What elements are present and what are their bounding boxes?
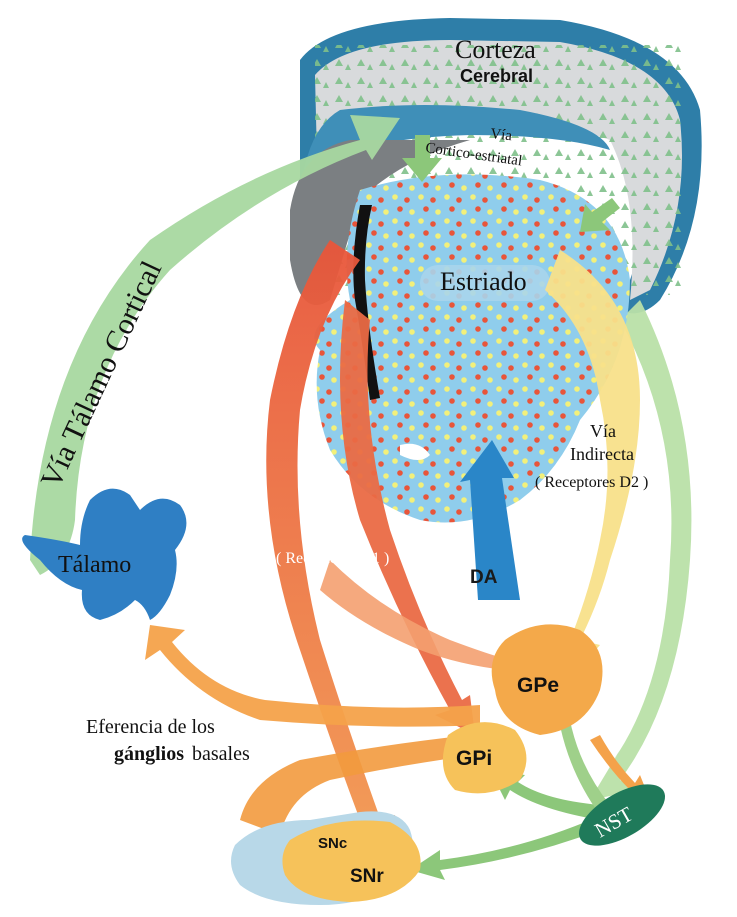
label-da: DA (470, 567, 498, 588)
label-via-indirecta-1: Vía (590, 421, 616, 441)
label-via-cortico: Vía (490, 126, 514, 144)
label-eferencia-1: Eferencia de los (86, 716, 215, 738)
label-gpi: GPi (456, 747, 492, 770)
label-talamo: Tálamo (58, 552, 131, 578)
label-gpe: GPe (517, 674, 559, 697)
label-snc: SNc (318, 835, 347, 852)
label-receptores-d1: ( Receptores D1 ) (276, 550, 389, 567)
label-eferencia-2a: gánglios (114, 743, 184, 765)
label-via-indirecta-2: Indirecta (570, 444, 634, 464)
label-receptores-d2: ( Receptores D2 ) (535, 474, 648, 491)
label-via-directa-1: Vía (330, 505, 353, 522)
label-snr: SNr (350, 866, 384, 887)
label-corteza: Corteza (455, 35, 536, 64)
label-via-directa-2: Directa (312, 525, 359, 542)
label-eferencia-2b: basales (192, 743, 250, 765)
label-via-talamo-cortical: Vía Tálamo Cortical (34, 256, 168, 493)
label-estriado: Estriado (440, 267, 527, 296)
label-cerebral: Cerebral (460, 66, 533, 86)
